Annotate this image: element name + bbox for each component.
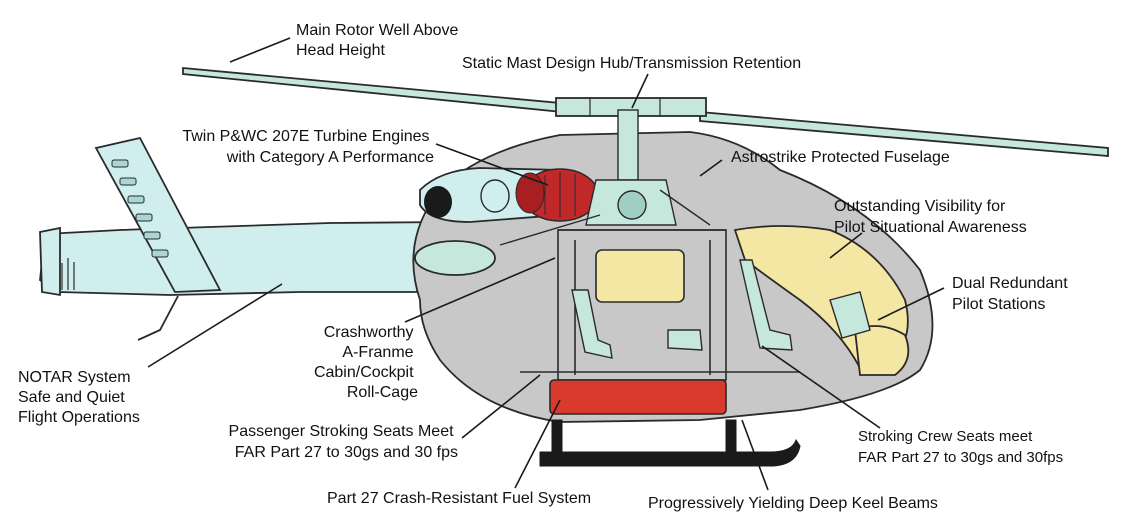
callout-notar-line-1: NOTAR System xyxy=(18,369,131,386)
landing-skids xyxy=(539,419,801,467)
tail-boom xyxy=(39,136,453,341)
callout-notar-line-3: Flight Operations xyxy=(18,409,140,426)
vertical-fin xyxy=(94,136,222,293)
side-sponson xyxy=(414,240,496,276)
callout-dual-pilot-line-1: Dual Redundant xyxy=(952,275,1068,292)
callout-dual-pilot: Dual Redundant Pilot Stations xyxy=(952,275,1072,313)
leader-lines xyxy=(147,37,945,491)
callout-crew-seats-line-2: FAR Part 27 to 30gs and 30fps xyxy=(858,449,1063,466)
callout-crashworthy-line-3: Cabin/Cockpit xyxy=(314,364,414,381)
mast-transmission xyxy=(499,109,711,246)
callout-crashworthy-line-2: A-Franme xyxy=(342,344,413,361)
callout-astrostrike: Astrostrike Protected Fuselage xyxy=(731,149,950,166)
passenger-seat xyxy=(571,289,703,359)
main-rotor-blade-right xyxy=(699,111,1109,157)
callout-twin-engines-line-2: with Category A Performance xyxy=(226,149,434,166)
turbine-engine xyxy=(515,168,599,222)
callout-main-rotor-line-2: Head Height xyxy=(296,42,386,59)
callout-passenger-seats-line-1: Passenger Stroking Seats Meet xyxy=(229,423,455,440)
cabin-window xyxy=(595,249,685,303)
callout-notar: NOTAR System Safe and Quiet Flight Opera… xyxy=(18,369,140,426)
fuel-tank xyxy=(549,379,727,415)
fuselage xyxy=(412,109,934,423)
callout-astrostrike-line-1: Astrostrike Protected Fuselage xyxy=(731,149,950,166)
callout-passenger-seats: Passenger Stroking Seats Meet FAR Part 2… xyxy=(229,423,458,461)
callout-crew-seats: Stroking Crew Seats meet FAR Part 27 to … xyxy=(858,428,1063,466)
fin-slots xyxy=(111,159,169,258)
callout-crashworthy-line-4: Roll-Cage xyxy=(347,384,418,401)
callout-fuel-system: Part 27 Crash-Resistant Fuel System xyxy=(327,490,591,507)
callout-crashworthy-line-1: Crashworthy xyxy=(324,324,414,341)
main-rotor-blade-left xyxy=(182,67,564,114)
chin-bubble xyxy=(854,325,910,376)
callout-dual-pilot-line-2: Pilot Stations xyxy=(952,296,1045,313)
callout-twin-engines: Twin P&WC 207E Turbine Engines with Cate… xyxy=(182,128,434,166)
callout-crashworthy: Crashworthy A-Franme Cabin/Cockpit Roll-… xyxy=(314,324,418,401)
callout-keel-beams: Progressively Yielding Deep Keel Beams xyxy=(648,495,938,512)
tailboom-body xyxy=(39,221,453,296)
callout-static-mast-line-1: Static Mast Design Hub/Transmission Rete… xyxy=(462,55,801,72)
callout-static-mast: Static Mast Design Hub/Transmission Rete… xyxy=(462,55,801,72)
callout-twin-engines-line-1: Twin P&WC 207E Turbine Engines xyxy=(182,128,429,145)
callout-visibility-line-1: Outstanding Visibility for xyxy=(834,198,1006,215)
callout-keel-beams-line-1: Progressively Yielding Deep Keel Beams xyxy=(648,495,938,512)
callout-main-rotor-line-1: Main Rotor Well Above xyxy=(296,22,459,39)
callout-visibility-line-2: Pilot Situational Awareness xyxy=(834,219,1027,236)
callout-crew-seats-line-1: Stroking Crew Seats meet xyxy=(858,428,1033,445)
callout-main-rotor: Main Rotor Well Above Head Height xyxy=(296,22,463,59)
callout-notar-line-2: Safe and Quiet xyxy=(18,389,125,406)
callout-fuel-system-line-1: Part 27 Crash-Resistant Fuel System xyxy=(327,490,591,507)
callout-passenger-seats-line-2: FAR Part 27 to 30gs and 30 fps xyxy=(235,444,458,461)
tail-skid xyxy=(137,295,179,341)
main-rotor xyxy=(182,67,1109,157)
tail-cone xyxy=(39,226,61,297)
callout-visibility: Outstanding Visibility for Pilot Situati… xyxy=(834,198,1027,236)
pilot-station xyxy=(739,259,871,351)
